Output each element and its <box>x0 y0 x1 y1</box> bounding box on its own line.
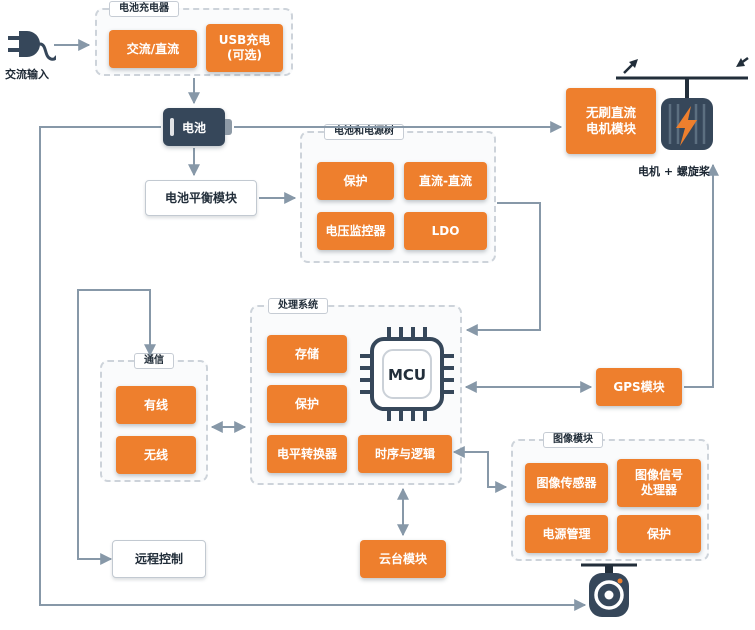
camera-icon <box>581 563 637 617</box>
level-shifter-block[interactable]: 电平转换器 <box>267 435 347 473</box>
communication-group-title: 通信 <box>134 353 174 369</box>
image-sensor-block[interactable]: 图像传感器 <box>525 463 608 503</box>
processing-group-title: 处理系统 <box>268 298 328 314</box>
protection-block-processing[interactable]: 保护 <box>267 385 347 423</box>
storage-block[interactable]: 存储 <box>267 335 347 373</box>
battery-charger-group: 电池充电器 交流/直流 USB充电 (可选) <box>95 1 293 76</box>
motor-propeller-icon <box>616 56 749 150</box>
wireless-block[interactable]: 无线 <box>116 436 196 474</box>
motor-propeller-caption: 电机 + 螺旋桨 <box>638 165 710 178</box>
voltage-monitor-block[interactable]: 电压监控器 <box>317 212 394 250</box>
ldo-block[interactable]: LDO <box>404 212 487 250</box>
timing-logic-block[interactable]: 时序与逻辑 <box>358 435 452 473</box>
battery-balance-block[interactable]: 电池平衡模块 <box>145 180 257 216</box>
communication-group: 通信 有线 无线 <box>100 353 208 482</box>
mcu-label: MCU <box>388 366 426 384</box>
remote-control-block[interactable]: 远程控制 <box>112 540 206 578</box>
protection-block-power[interactable]: 保护 <box>317 162 394 200</box>
ac-input-caption: 交流输入 <box>5 68 49 81</box>
ac-dc-block[interactable]: 交流/直流 <box>109 30 197 68</box>
gimbal-module-block[interactable]: 云台模块 <box>360 540 446 578</box>
battery-label: 电池 <box>181 120 206 135</box>
image-signal-processor-block[interactable]: 图像信号 处理器 <box>617 459 701 507</box>
ac-plug-icon <box>8 31 56 61</box>
power-tree-group-title: 电池和电源树 <box>324 124 404 140</box>
image-module-group: 图像模块 图像传感器 图像信号 处理器 电源管理 保护 <box>511 432 709 561</box>
dc-dc-block[interactable]: 直流-直流 <box>404 162 487 200</box>
gps-module-block[interactable]: GPS模块 <box>596 368 682 406</box>
processing-system-group: 处理系统 存储 保护 电平转换器 时序与逻辑 MCU <box>250 298 462 485</box>
battery-block[interactable]: 电池 <box>163 108 225 146</box>
connector-gps-to-motor <box>684 163 719 388</box>
power-tree-group: 电池和电源树 保护 直流-直流 电压监控器 LDO <box>300 124 496 263</box>
wired-block[interactable]: 有线 <box>116 386 196 424</box>
battery-charger-group-title: 电池充电器 <box>109 1 179 17</box>
protection-block-image[interactable]: 保护 <box>617 515 701 553</box>
power-management-block[interactable]: 电源管理 <box>525 515 608 553</box>
mcu-chip-icon[interactable]: MCU <box>358 325 456 423</box>
image-module-group-title: 图像模块 <box>543 432 603 448</box>
usb-charging-block[interactable]: USB充电 (可选) <box>206 24 283 72</box>
